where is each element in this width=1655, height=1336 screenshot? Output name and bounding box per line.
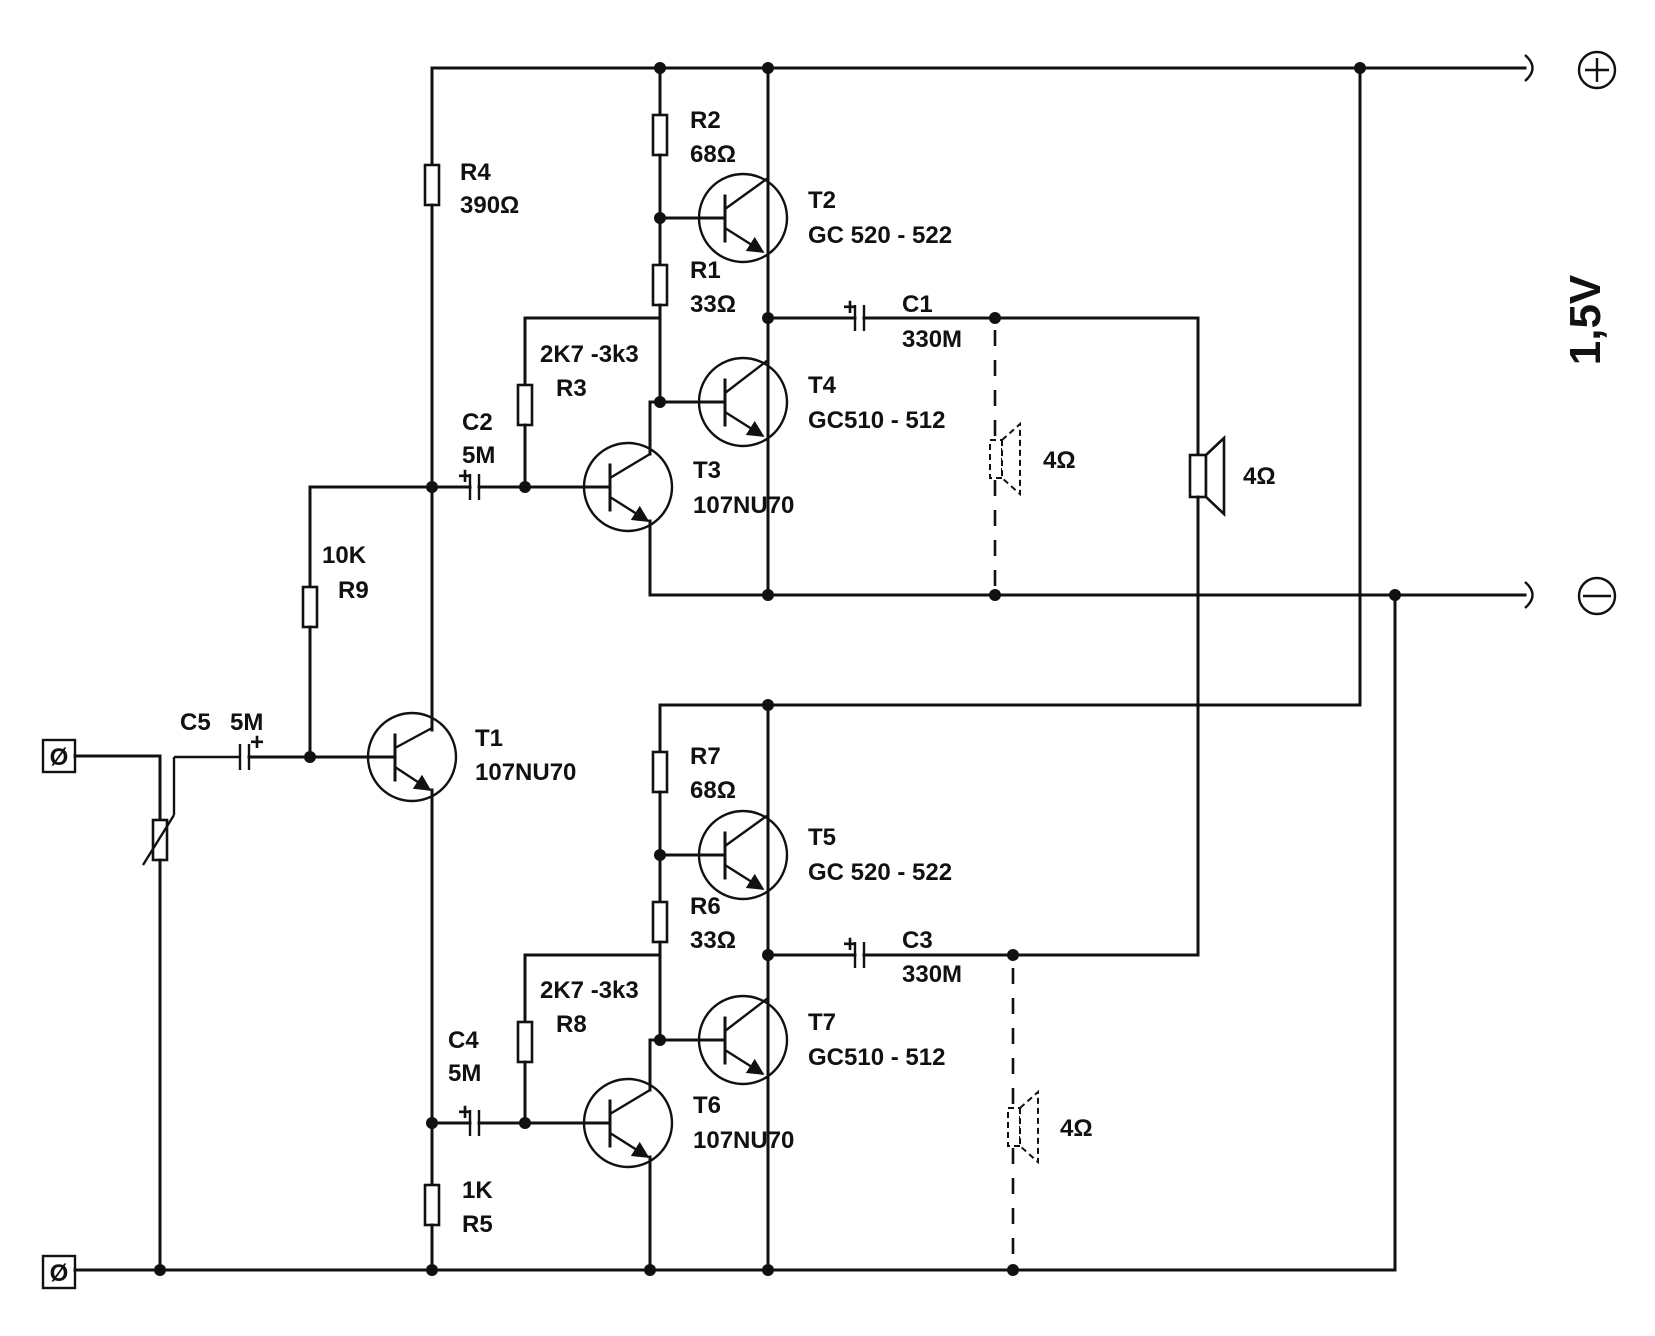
positive-rail [430,54,1534,82]
speaker-icon-main [1188,434,1226,518]
t3-ref: T3 [693,457,721,484]
volume-potentiometer [73,754,240,1272]
resistor-r5 [423,1183,441,1227]
c1-ref: C1 [902,291,933,318]
t5-ref: T5 [808,824,836,851]
speaker-icon-optional-bottom [1007,1089,1039,1165]
svg-text:+: + [458,1099,472,1126]
r3-ref: R3 [556,375,587,402]
t1-ref: T1 [475,725,503,752]
t1-value: 107NU70 [475,759,576,786]
capacitor-c2: + [430,463,582,500]
t4-value: GC510 - 512 [808,407,945,434]
resistor-r6 [651,900,669,944]
ground-rail [73,593,1397,1272]
resistor-r1 [651,263,669,307]
negative-terminal-symbol [1577,576,1617,616]
c1-value: 330M [902,326,962,353]
c4-ref: C4 [448,1027,479,1054]
positive-terminal-symbol [1577,50,1617,90]
transistor-t1 [363,711,458,803]
resistor-r7 [651,750,669,794]
t5-value: GC 520 - 522 [808,859,952,886]
transistor-t5 [658,809,789,901]
speaker-optional-bottom-label: 4Ω [1060,1115,1093,1142]
r6-ref: R6 [690,893,721,920]
r8-ref: R8 [556,1011,587,1038]
r9-ref: R9 [338,577,369,604]
transistor-t7 [658,994,789,1086]
c3-value: 330M [902,961,962,988]
c4-value: 5M [448,1060,481,1087]
r6-value: 33Ω [690,927,736,954]
transistor-t3 [578,441,674,533]
resistor-r9 [301,585,319,629]
supply-voltage-label: 1,5V [1561,274,1610,365]
t7-value: GC510 - 512 [808,1044,945,1071]
capacitor-c3: + [766,931,1200,968]
svg-text:+: + [250,729,264,756]
input-terminal-bottom: Ø [41,1254,77,1290]
speaker-main-label: 4Ω [1243,463,1276,490]
svg-text:+: + [843,931,857,958]
capacitor-c4: + [430,1099,582,1136]
svg-text:Ø: Ø [50,744,69,771]
r9-value: 10K [322,542,367,569]
t6-ref: T6 [693,1092,721,1119]
t4-ref: T4 [808,372,837,399]
resistor-r3 [516,383,534,427]
resistor-r4 [423,163,441,207]
svg-text:+: + [843,294,857,321]
speaker-icon-optional-top [989,421,1021,497]
t7-ref: T7 [808,1009,836,1036]
transistor-t2 [658,172,789,264]
r1-value: 33Ω [690,291,736,318]
resistor-r8 [516,1020,534,1064]
transistor-t4 [658,356,789,448]
negative-rail [648,581,1534,609]
t2-ref: T2 [808,187,836,214]
input-terminal-top: Ø [41,738,77,774]
c2-value: 5M [462,442,495,469]
capacitor-c1: + [766,294,1200,331]
r7-value: 68Ω [690,777,736,804]
t3-value: 107NU70 [693,492,794,519]
svg-text:Ø: Ø [50,1260,69,1287]
r5-value: 1K [462,1177,493,1204]
r8-value: 2K7 -3k3 [540,977,639,1004]
speaker-optional-top-label: 4Ω [1043,447,1076,474]
junction-dots [154,62,1401,1276]
r7-ref: R7 [690,743,721,770]
svg-text:+: + [458,463,472,490]
resistor-r2 [651,113,669,157]
transistor-t6 [578,1077,674,1169]
r5-ref: R5 [462,1211,493,1238]
c5-value: 5M [230,709,263,736]
r1-ref: R1 [690,257,721,284]
r2-ref: R2 [690,107,721,134]
c5-ref: C5 [180,709,211,736]
r2-value: 68Ω [690,141,736,168]
t6-value: 107NU70 [693,1127,794,1154]
r4-ref: R4 [460,159,491,186]
t2-value: GC 520 - 522 [808,222,952,249]
r3-value: 2K7 -3k3 [540,341,639,368]
r4-value: 390Ω [460,192,519,219]
c3-ref: C3 [902,927,933,954]
c2-ref: C2 [462,409,493,436]
